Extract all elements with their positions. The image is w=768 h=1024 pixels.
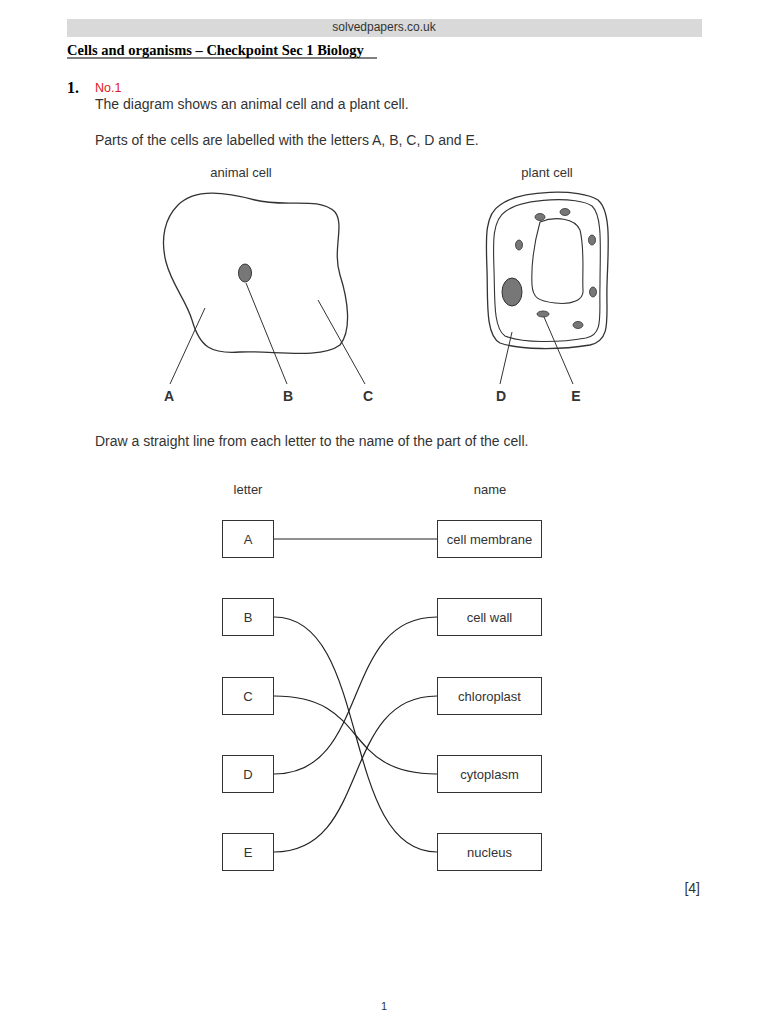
leader-line xyxy=(500,332,512,384)
page-title: Cells and organisms – Checkpoint Sec 1 B… xyxy=(67,42,364,59)
letter-box: E xyxy=(222,833,274,871)
cell-caption: plant cell xyxy=(521,165,572,180)
part-letter: B xyxy=(283,388,293,404)
marks: [4] xyxy=(684,880,700,896)
vacuole xyxy=(532,219,583,304)
letter-box: C xyxy=(222,677,274,715)
column-heading: letter xyxy=(234,482,263,497)
letter-text: B xyxy=(244,610,253,625)
letter-box: A xyxy=(222,520,274,558)
letter-box: D xyxy=(222,755,274,793)
part-name: chloroplast xyxy=(458,689,521,704)
matching-line xyxy=(274,538,437,539)
part-letter: D xyxy=(496,388,506,404)
name-box: cell membrane xyxy=(437,520,542,558)
letter-text: E xyxy=(244,845,253,860)
leader-line xyxy=(170,308,205,384)
part-name: cell membrane xyxy=(447,532,532,547)
header-text: solvedpapers.co.uk xyxy=(332,20,435,34)
part-name: nucleus xyxy=(467,845,512,860)
name-box: cell wall xyxy=(437,598,542,636)
leader-line xyxy=(318,300,365,384)
part-name: cytoplasm xyxy=(460,767,519,782)
page-number: 1 xyxy=(381,1000,387,1012)
matching-line xyxy=(274,696,437,774)
name-box: nucleus xyxy=(437,833,542,871)
part-name: cell wall xyxy=(467,610,513,625)
plant-nucleus xyxy=(502,278,522,306)
letter-text: C xyxy=(243,689,252,704)
animal-cell-outline xyxy=(163,193,347,353)
name-box: cytoplasm xyxy=(437,755,542,793)
plant-cell-membrane xyxy=(493,200,600,342)
matching-line xyxy=(274,696,437,852)
header-bar xyxy=(67,19,702,37)
question-tag: No.1 xyxy=(95,81,121,95)
column-heading: name xyxy=(474,482,507,497)
question-text: The diagram shows an animal cell and a p… xyxy=(95,96,409,112)
chloroplasts xyxy=(516,209,597,329)
cell-caption: animal cell xyxy=(210,165,271,180)
question-text: Parts of the cells are labelled with the… xyxy=(95,132,479,148)
part-letter: E xyxy=(571,388,580,404)
animal-nucleus xyxy=(239,264,252,282)
letter-text: A xyxy=(244,532,253,547)
matching-line xyxy=(274,617,437,852)
letter-text: D xyxy=(243,767,252,782)
part-letter: C xyxy=(363,388,373,404)
question-number: 1. xyxy=(67,79,79,97)
leader-line xyxy=(246,283,287,384)
leader-line xyxy=(544,317,573,384)
letter-box: B xyxy=(222,598,274,636)
instruction-text: Draw a straight line from each letter to… xyxy=(95,433,528,449)
name-box: chloroplast xyxy=(437,677,542,715)
matching-line xyxy=(274,617,437,774)
part-letter: A xyxy=(164,388,174,404)
